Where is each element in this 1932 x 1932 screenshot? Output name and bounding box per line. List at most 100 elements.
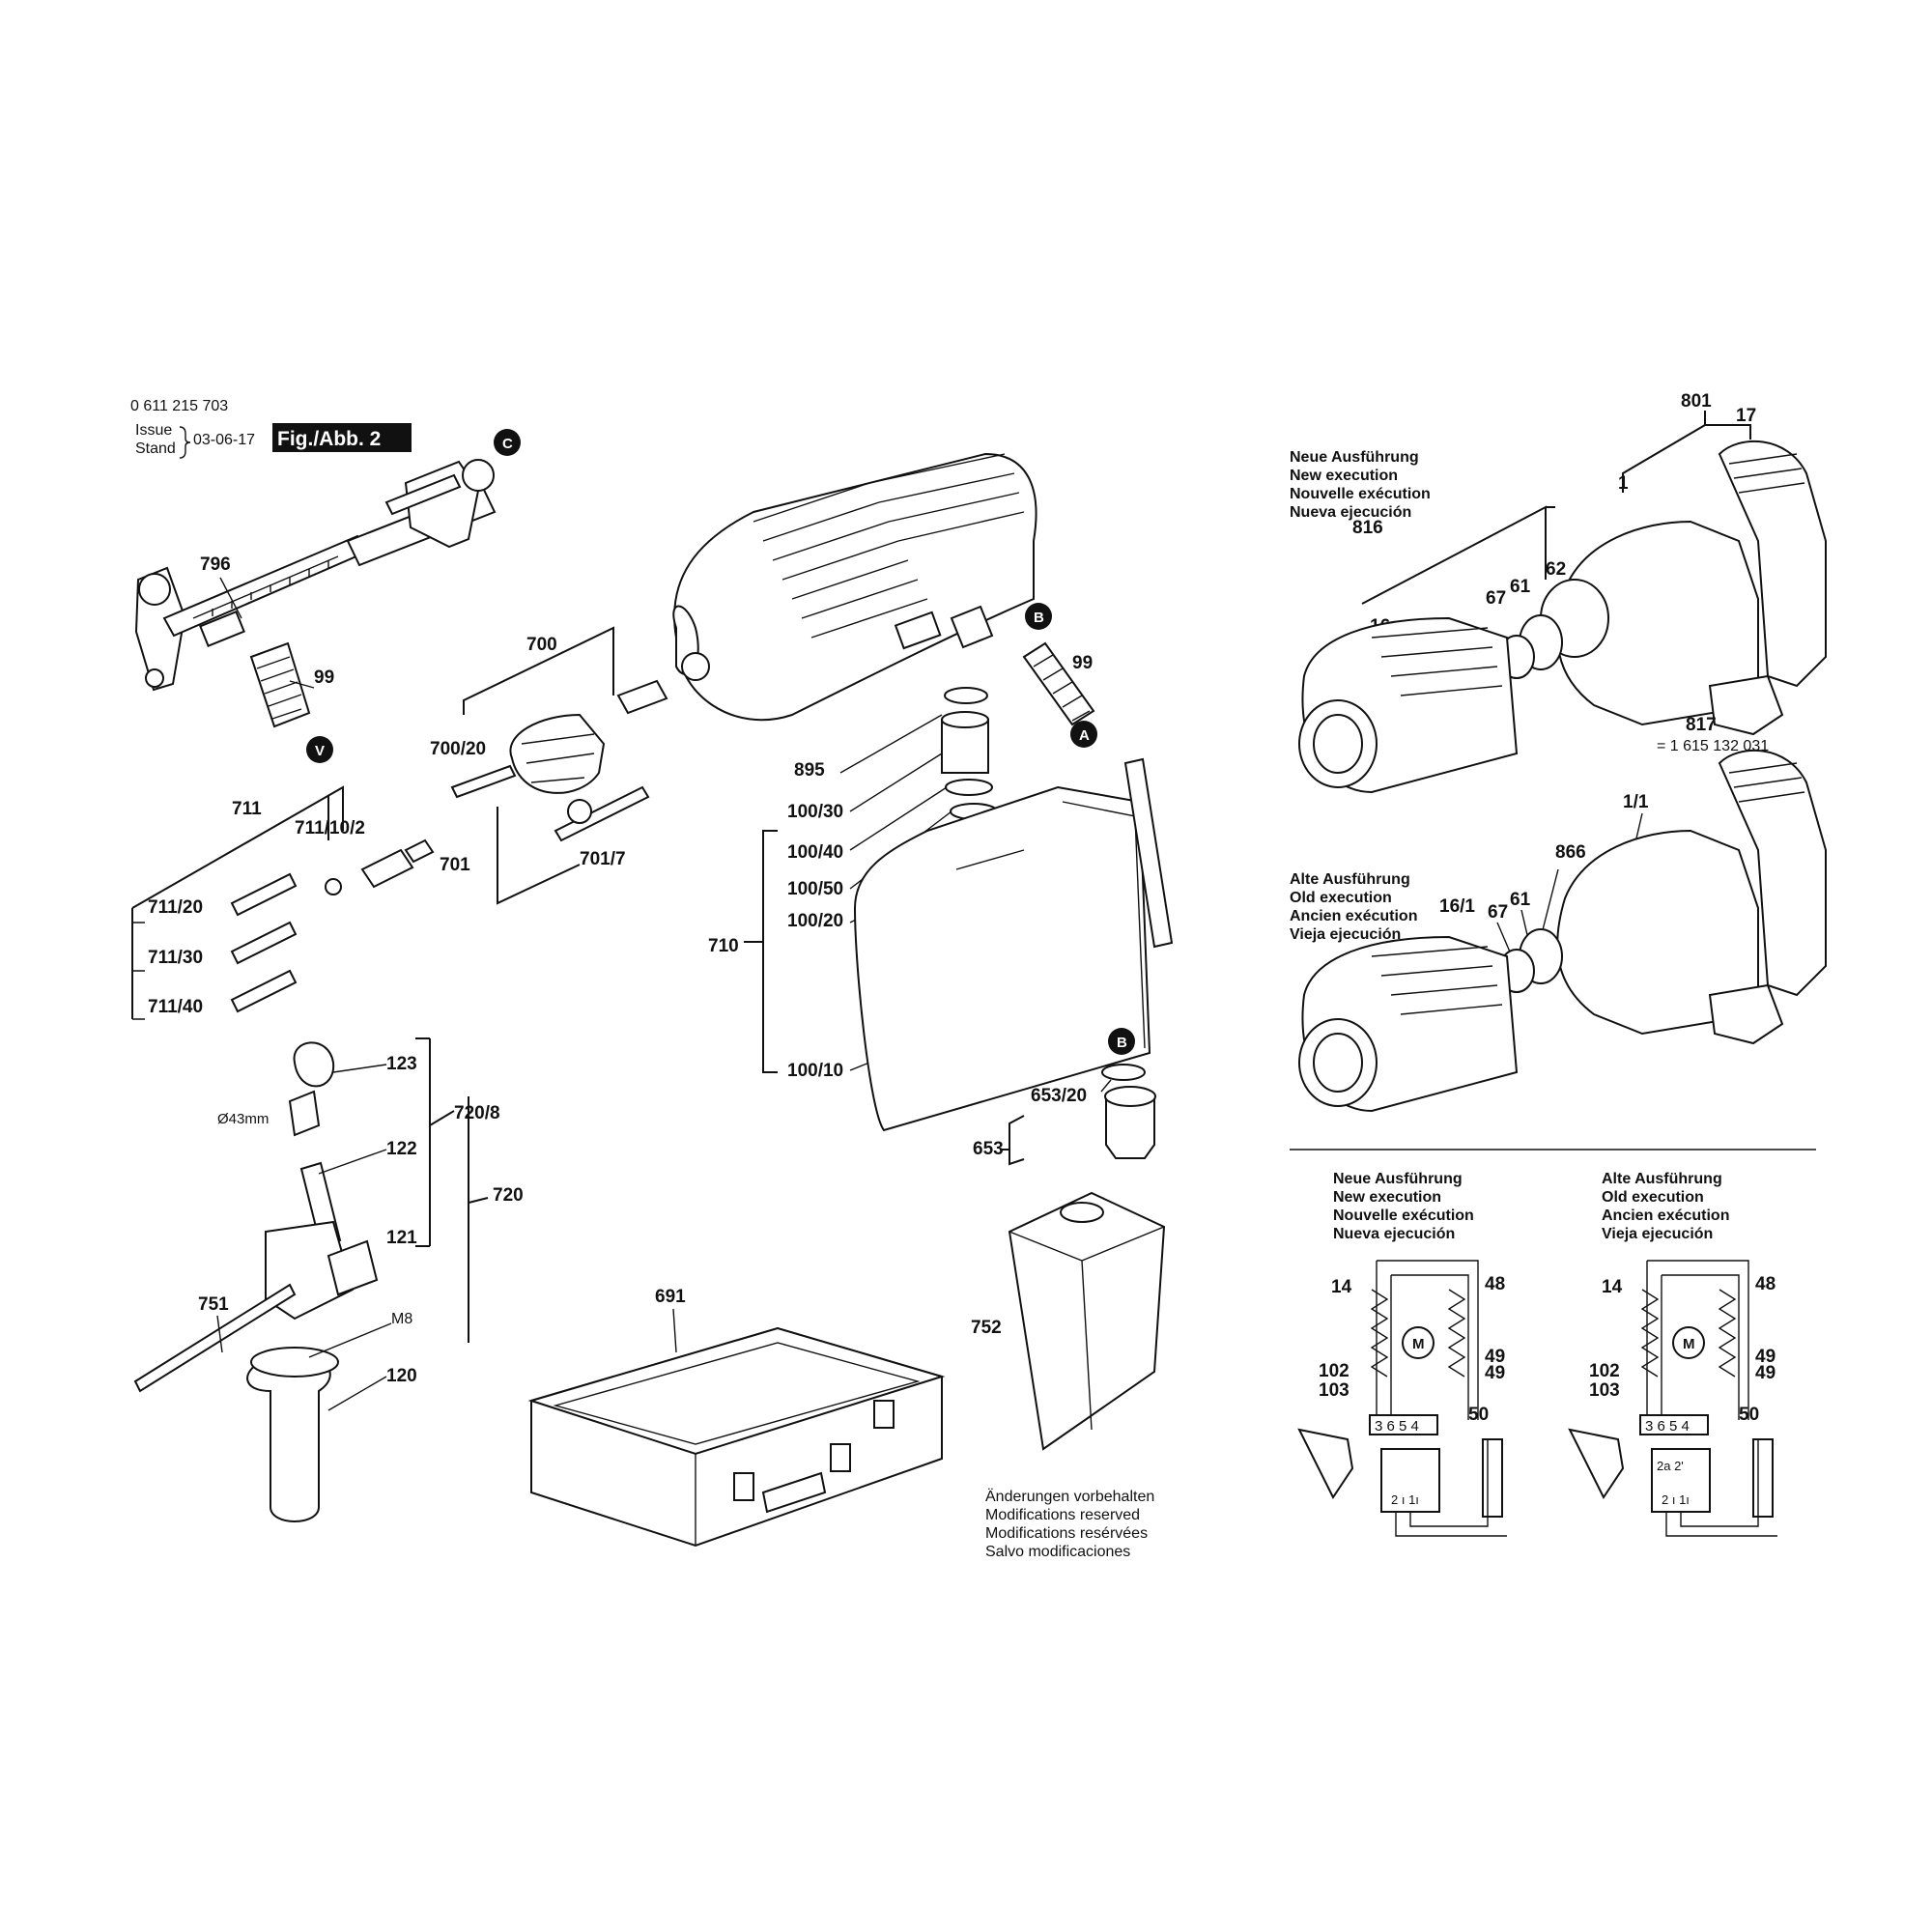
leader-m8 bbox=[308, 1322, 392, 1358]
wiring-old-103: 103 bbox=[1589, 1380, 1620, 1401]
wiring-diagram-old: Alte Ausführung Old execution Ancien exé… bbox=[1568, 1171, 1777, 1537]
wiring-new-103: 103 bbox=[1319, 1380, 1350, 1401]
chuck-key-head bbox=[567, 799, 592, 824]
label-720: 720 bbox=[493, 1185, 524, 1206]
mod-line-4: Salvo modificaciones bbox=[985, 1544, 1130, 1560]
label-1: 1 bbox=[1618, 473, 1629, 494]
wiring-old-14: 14 bbox=[1602, 1277, 1623, 1297]
leader-122 bbox=[318, 1149, 387, 1175]
stand-label: Stand bbox=[135, 440, 176, 457]
new-exec-line-2: New execution bbox=[1290, 468, 1398, 484]
sds-adapter bbox=[616, 679, 668, 715]
figure-label: Fig./Abb. 2 bbox=[277, 428, 381, 450]
label-711-10-2: 711/10/2 bbox=[295, 818, 365, 838]
label-691: 691 bbox=[655, 1287, 686, 1307]
label-61-old: 61 bbox=[1510, 890, 1531, 910]
nut-top bbox=[1104, 1086, 1156, 1107]
label-122: 122 bbox=[386, 1139, 417, 1159]
depth-stop-assembly bbox=[134, 459, 497, 692]
marker-b-bottom-text: B bbox=[1117, 1035, 1127, 1051]
wiring-new-14: 14 bbox=[1331, 1277, 1352, 1297]
leader-751 bbox=[216, 1315, 223, 1353]
bracket-701 bbox=[497, 807, 581, 905]
label-121: 121 bbox=[386, 1228, 417, 1248]
motor-housing-new bbox=[1498, 440, 1827, 736]
label-895: 895 bbox=[794, 760, 825, 781]
new-exec-line-3: Nouvelle exécution bbox=[1290, 486, 1431, 502]
label-123: 123 bbox=[386, 1054, 417, 1074]
header-brace bbox=[179, 426, 191, 459]
label-100-20: 100/20 bbox=[787, 911, 843, 931]
label-711: 711 bbox=[232, 799, 262, 819]
label-100-10: 100/10 bbox=[787, 1061, 843, 1081]
new-exec-line-4: Nueva ejecución bbox=[1290, 504, 1411, 521]
label-700: 700 bbox=[526, 635, 557, 655]
label-711-20: 711/20 bbox=[148, 897, 203, 918]
gear-housing-16 bbox=[1298, 616, 1519, 794]
label-711-40: 711/40 bbox=[148, 997, 203, 1017]
label-700-20: 700/20 bbox=[430, 739, 486, 759]
wiring-new-49b: 49 bbox=[1485, 1363, 1505, 1383]
chuck-screw bbox=[450, 764, 517, 799]
spring-99-left bbox=[249, 641, 311, 728]
wiring-old-switch: 2 ı 1ı bbox=[1662, 1492, 1690, 1507]
label-99-right: 99 bbox=[1072, 653, 1093, 673]
leader-653-20 bbox=[1100, 1079, 1112, 1093]
issue-label: Issue bbox=[135, 422, 172, 439]
wiring-old-title-3: Ancien exécution bbox=[1602, 1208, 1729, 1224]
label-801: 801 bbox=[1681, 391, 1712, 412]
label-653-20: 653/20 bbox=[1031, 1086, 1087, 1106]
bracket-653 bbox=[1000, 1115, 1025, 1166]
label-866: 866 bbox=[1555, 842, 1586, 863]
label-711-30: 711/30 bbox=[148, 948, 203, 968]
bracket-700 bbox=[463, 626, 614, 715]
drill-chuck bbox=[509, 713, 606, 794]
marker-v-text: V bbox=[315, 743, 325, 759]
bracket-710 bbox=[744, 830, 778, 1073]
wiring-new-title-4: Nueva ejecución bbox=[1333, 1226, 1455, 1242]
label-67-new: 67 bbox=[1486, 588, 1506, 609]
gear-housing-16-1 bbox=[1298, 935, 1519, 1113]
label-720-8: 720/8 bbox=[454, 1103, 500, 1123]
o-ring-upper bbox=[944, 687, 988, 704]
wiring-new-49a: 49 bbox=[1485, 1347, 1505, 1367]
label-67-old: 67 bbox=[1488, 902, 1508, 923]
figure-badge bbox=[272, 423, 412, 452]
wiring-new-102: 102 bbox=[1319, 1361, 1350, 1381]
label-120: 120 bbox=[386, 1366, 417, 1386]
depth-gauge-clamp bbox=[133, 1041, 379, 1522]
motor-symbol-new: M bbox=[1412, 1336, 1425, 1352]
new-exec-line-1: Neue Ausführung bbox=[1290, 449, 1419, 466]
leader-796 bbox=[219, 577, 242, 619]
wiring-new-switch: 2 ı 1ı bbox=[1391, 1492, 1419, 1507]
marker-v bbox=[306, 736, 333, 763]
sleeve-top bbox=[941, 711, 989, 728]
mod-line-1: Änderungen vorbehalten bbox=[985, 1488, 1154, 1505]
label-17: 17 bbox=[1736, 406, 1756, 426]
marker-a-text: A bbox=[1079, 727, 1090, 744]
washer-100-40 bbox=[945, 779, 993, 796]
mod-line-3: Modifications resérvées bbox=[985, 1525, 1148, 1542]
leader-99-left bbox=[289, 680, 315, 689]
wiring-new-title-1: Neue Ausführung bbox=[1333, 1171, 1463, 1187]
label-816: 816 bbox=[1352, 518, 1383, 538]
wiring-old-title-2: Old execution bbox=[1602, 1189, 1704, 1206]
wiring-old-49b: 49 bbox=[1755, 1363, 1776, 1383]
label-100-50: 100/50 bbox=[787, 879, 843, 899]
wiring-new-48: 48 bbox=[1485, 1274, 1505, 1294]
wiring-new-50: 50 bbox=[1468, 1405, 1489, 1425]
issue-date: 03-06-17 bbox=[193, 432, 255, 448]
wiring-old-terminals: 3 6 5 4 bbox=[1645, 1418, 1690, 1435]
leader-120 bbox=[327, 1376, 387, 1411]
wiring-diagram-new: Neue Ausführung New execution Nouvelle e… bbox=[1297, 1171, 1507, 1537]
motor-housing-old bbox=[1498, 749, 1827, 1045]
leader-100-10 bbox=[849, 1062, 870, 1071]
label-751: 751 bbox=[198, 1294, 229, 1315]
carrying-case-691 bbox=[527, 1326, 946, 1548]
bracket-711 bbox=[131, 785, 344, 909]
marker-b-text: B bbox=[1034, 610, 1044, 626]
leader-691 bbox=[672, 1308, 677, 1353]
marker-b-bottom bbox=[1108, 1028, 1135, 1055]
label-43mm: Ø43mm bbox=[217, 1111, 269, 1127]
